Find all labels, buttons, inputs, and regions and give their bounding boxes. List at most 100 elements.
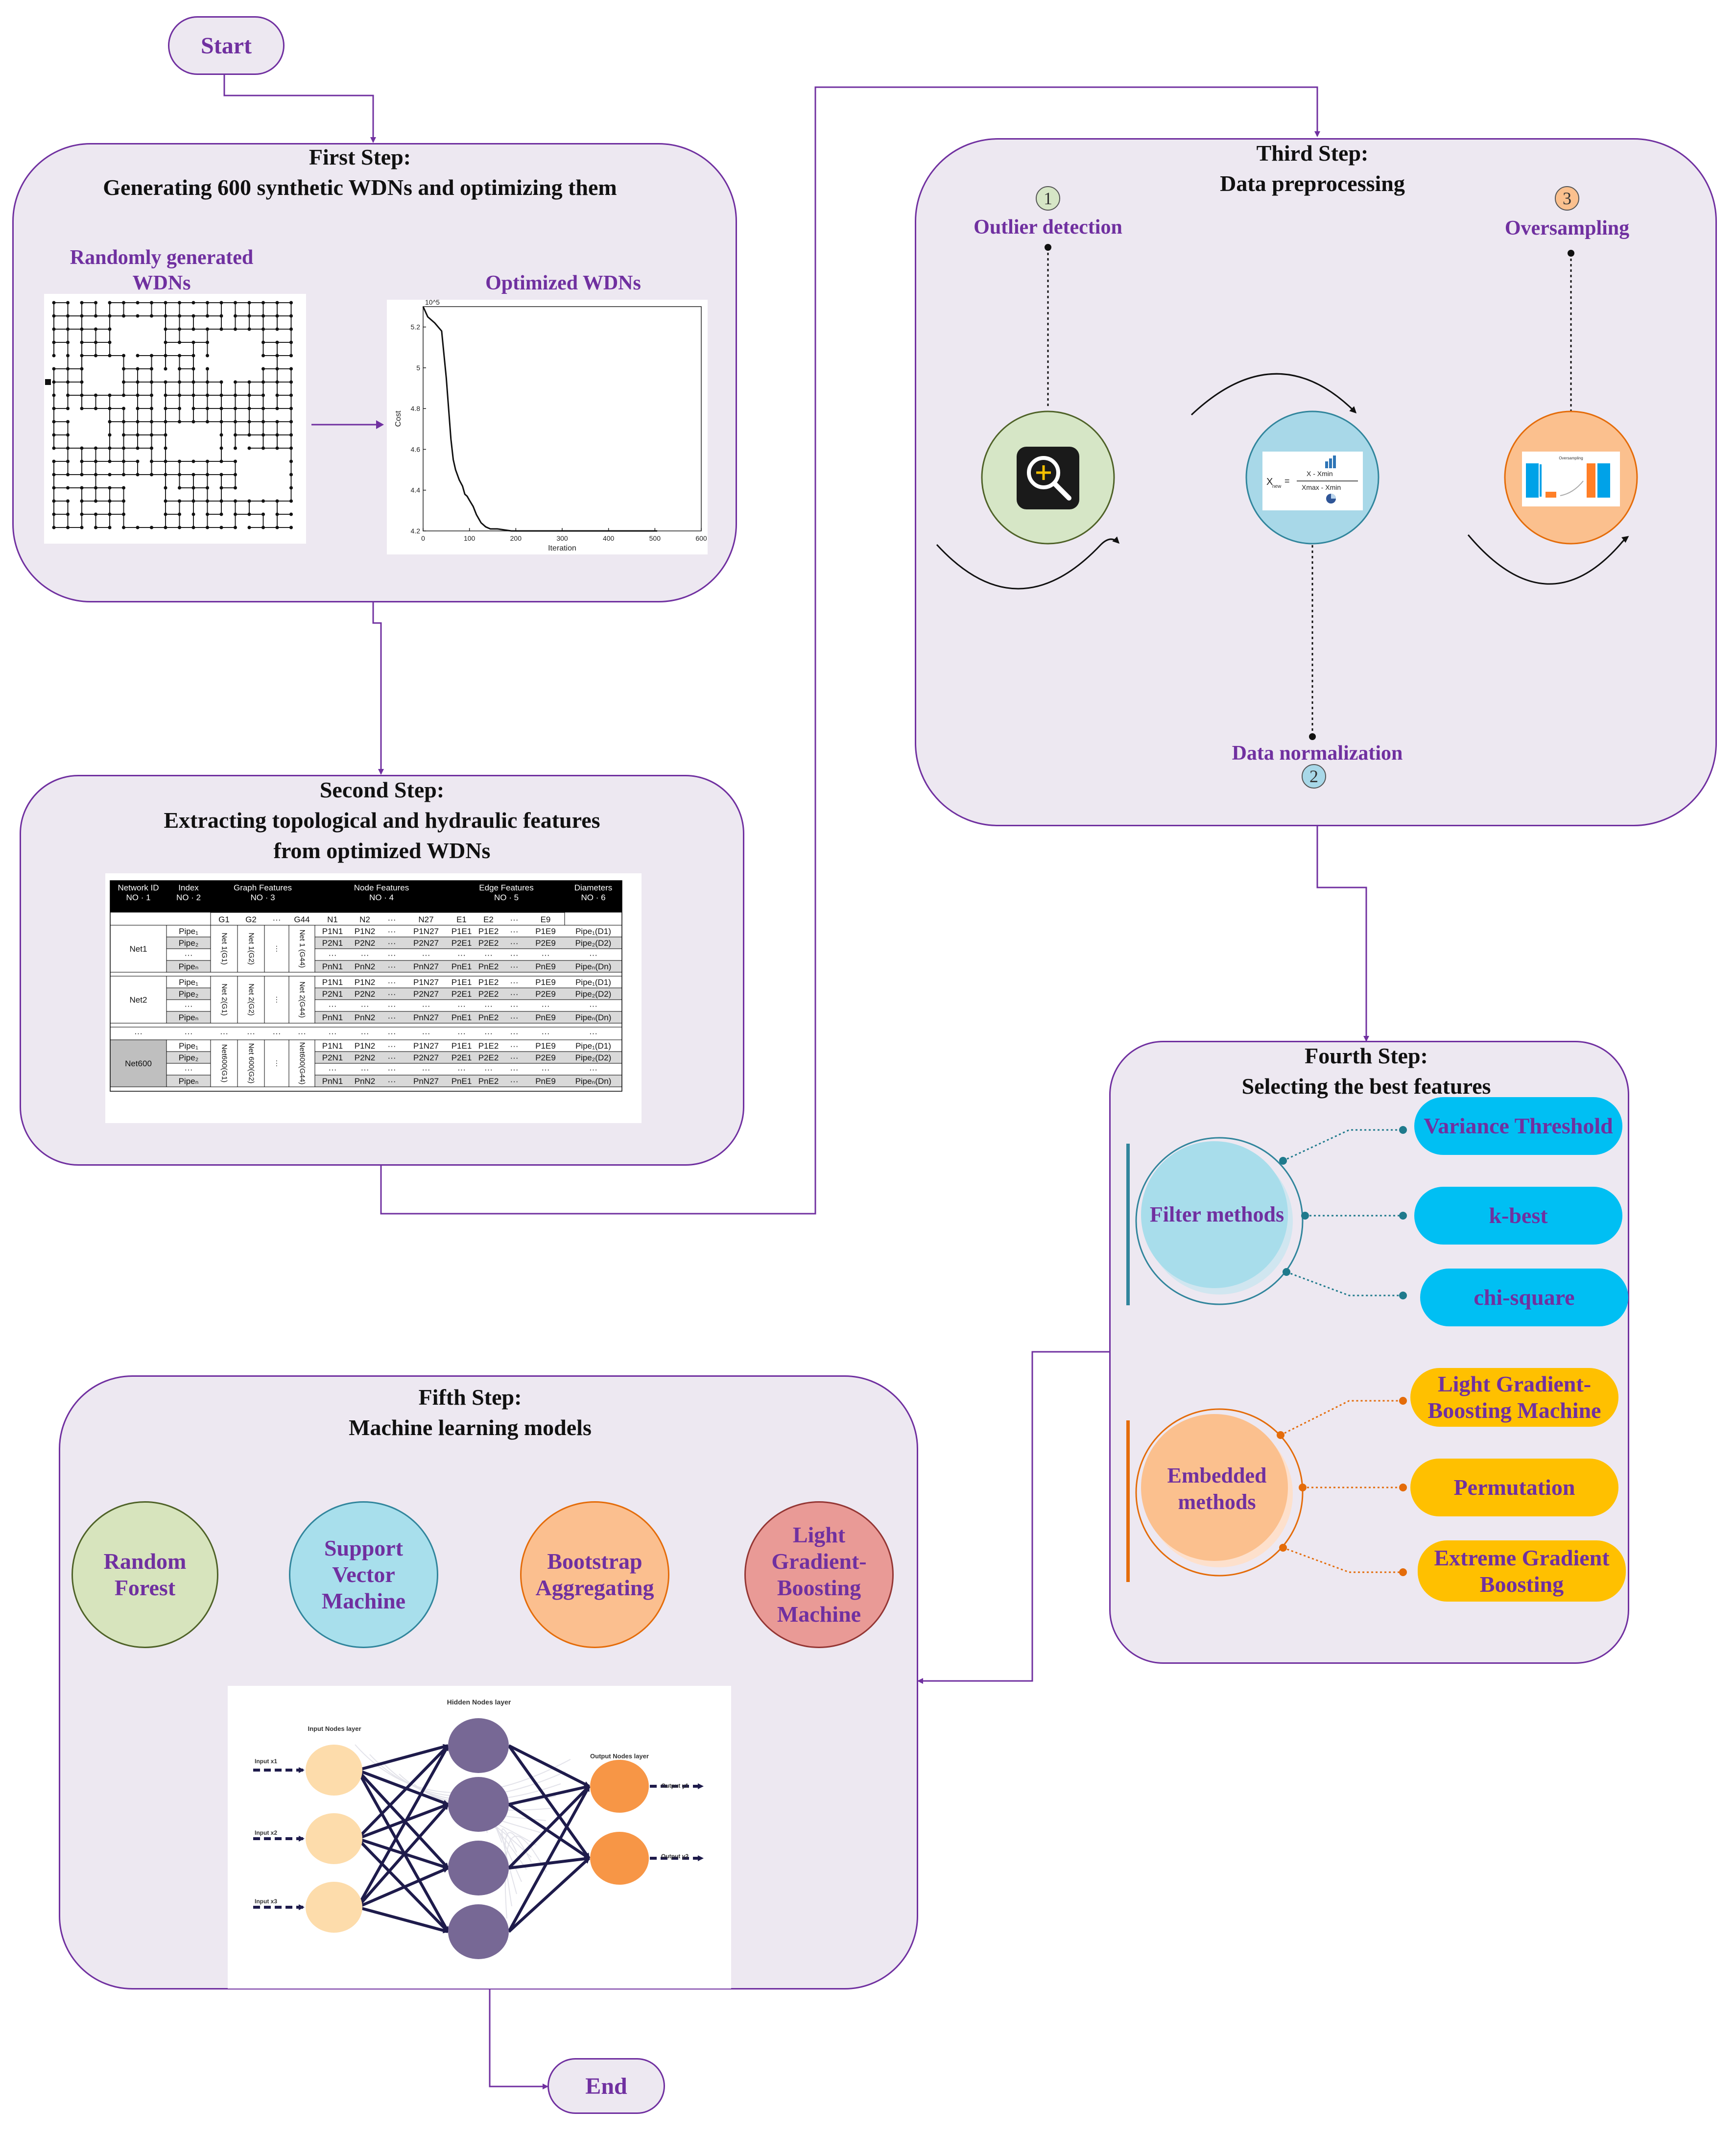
grid-node: [247, 301, 251, 305]
table-subheader-cell: N1: [327, 915, 338, 924]
grid-node: [178, 499, 181, 503]
grid-node: [66, 327, 70, 331]
table-value-cell: ···: [510, 950, 519, 959]
nn-output-node: [590, 1832, 649, 1885]
table-subheader-cell: N27: [418, 915, 433, 924]
nn-edge: [357, 1769, 449, 1806]
grid-node: [275, 314, 279, 318]
table-subheader-cell: N2: [359, 915, 370, 924]
grid-node: [52, 486, 56, 490]
grid-node: [66, 301, 70, 305]
table-header-cell: Node Features: [354, 883, 409, 892]
chart-series-line: [422, 306, 658, 532]
grid-node: [80, 486, 84, 490]
grid-node: [275, 420, 279, 424]
grid-node: [108, 327, 112, 331]
grid-node: [289, 420, 293, 424]
grid-node: [108, 526, 112, 529]
grid-node: [164, 473, 167, 477]
table-value-cell: ···: [422, 950, 430, 959]
nn-edge: [508, 1784, 590, 1806]
nn-edge: [507, 1785, 591, 1870]
table-value-cell: Pipe₁(D1): [575, 1041, 611, 1051]
grid-node: [262, 393, 265, 397]
table-value-cell: P2N27: [413, 938, 439, 948]
grid-node: [164, 486, 167, 490]
table-ellipsis-cell: ···: [361, 1029, 369, 1038]
table-value-cell: PnN2: [355, 1013, 376, 1022]
grid-node: [289, 486, 293, 490]
table-value-cell: P2E2: [478, 1053, 499, 1062]
permutation-pill: Permutation: [1410, 1459, 1618, 1516]
grid-node: [108, 301, 112, 305]
table-pipe-cell: Pipeₙ: [179, 962, 199, 971]
grid-node: [289, 459, 293, 463]
nn-edge: [508, 1803, 590, 1860]
table-value-cell: ···: [484, 950, 493, 959]
svg-text:new: new: [1272, 484, 1282, 489]
variance-threshold-pill: Variance Threshold: [1414, 1097, 1622, 1155]
grid-node: [164, 380, 167, 384]
grid-node: [219, 446, 223, 450]
grid-node: [289, 354, 293, 358]
data-normalization-label: Data normalization: [1232, 742, 1403, 765]
arrow-start-to-step1: [223, 73, 376, 143]
grid-node: [219, 486, 223, 490]
grid-node: [247, 446, 251, 450]
grid-node: [150, 380, 153, 384]
table-ellipsis-cell: ···: [134, 1029, 143, 1038]
grid-node: [289, 380, 293, 384]
grid-node: [80, 446, 84, 450]
table-subheader-cell: ···: [388, 915, 396, 924]
grid-node: [191, 354, 195, 358]
chart-ylabel: Cost: [394, 410, 403, 427]
svg-text:=: =: [1284, 476, 1290, 486]
grid-node: [94, 340, 97, 344]
nn-edge: [357, 1906, 449, 1934]
grid-node: [108, 512, 112, 516]
grid-node: [136, 407, 140, 410]
oversampling-label: Oversampling: [1504, 217, 1630, 240]
grid-node: [206, 459, 209, 463]
grid-node: [66, 380, 70, 384]
grid-node: [191, 314, 195, 318]
grid-node: [247, 420, 251, 424]
step1-optimized-label: Optimized WDNs: [485, 272, 641, 294]
end-label: End: [585, 2073, 627, 2099]
nn-edge: [356, 1769, 450, 1870]
table-ellipsis-cell: ···: [247, 1029, 255, 1038]
grid-node: [219, 512, 223, 516]
table-value-cell: ···: [542, 1065, 550, 1074]
grid-node: [52, 380, 56, 384]
nn-edge: [508, 1744, 590, 1788]
grid-node: [122, 512, 125, 516]
table-value-cell: P1N27: [413, 978, 439, 987]
grid-node: [178, 459, 181, 463]
table-value-cell: ···: [510, 978, 519, 987]
nn-hidden-node: [448, 1777, 509, 1832]
table-value-cell: P2N2: [355, 989, 376, 999]
grid-node: [191, 340, 195, 344]
random-wdn-grid-image: [44, 294, 306, 544]
grid-node: [80, 526, 84, 529]
grid-node: [94, 526, 97, 529]
chart-ytick-label: 5.2: [411, 323, 421, 331]
table-pipe-cell: Pipe₂: [179, 989, 199, 999]
chart-xtick-label: 500: [649, 534, 661, 542]
chart-xtick-label: 300: [556, 534, 568, 542]
table-value-cell: P1E1: [452, 978, 472, 987]
grid-node: [122, 499, 125, 503]
grid-node: [80, 499, 84, 503]
nn-edge: [356, 1837, 450, 1933]
grid-node: [206, 354, 209, 358]
nn-edge: [357, 1803, 449, 1840]
grid-node: [122, 459, 125, 463]
grid-node: [289, 327, 293, 331]
grid-node: [234, 459, 237, 463]
table-value-cell: P2N27: [413, 989, 439, 999]
table-value-cell: ···: [510, 1013, 519, 1022]
table-pipe-cell: Pipe₂: [179, 938, 199, 948]
grid-node: [262, 499, 265, 503]
chart-ytick-label: 4.4: [411, 486, 421, 494]
table-header-cell: NO · 2: [176, 893, 201, 902]
